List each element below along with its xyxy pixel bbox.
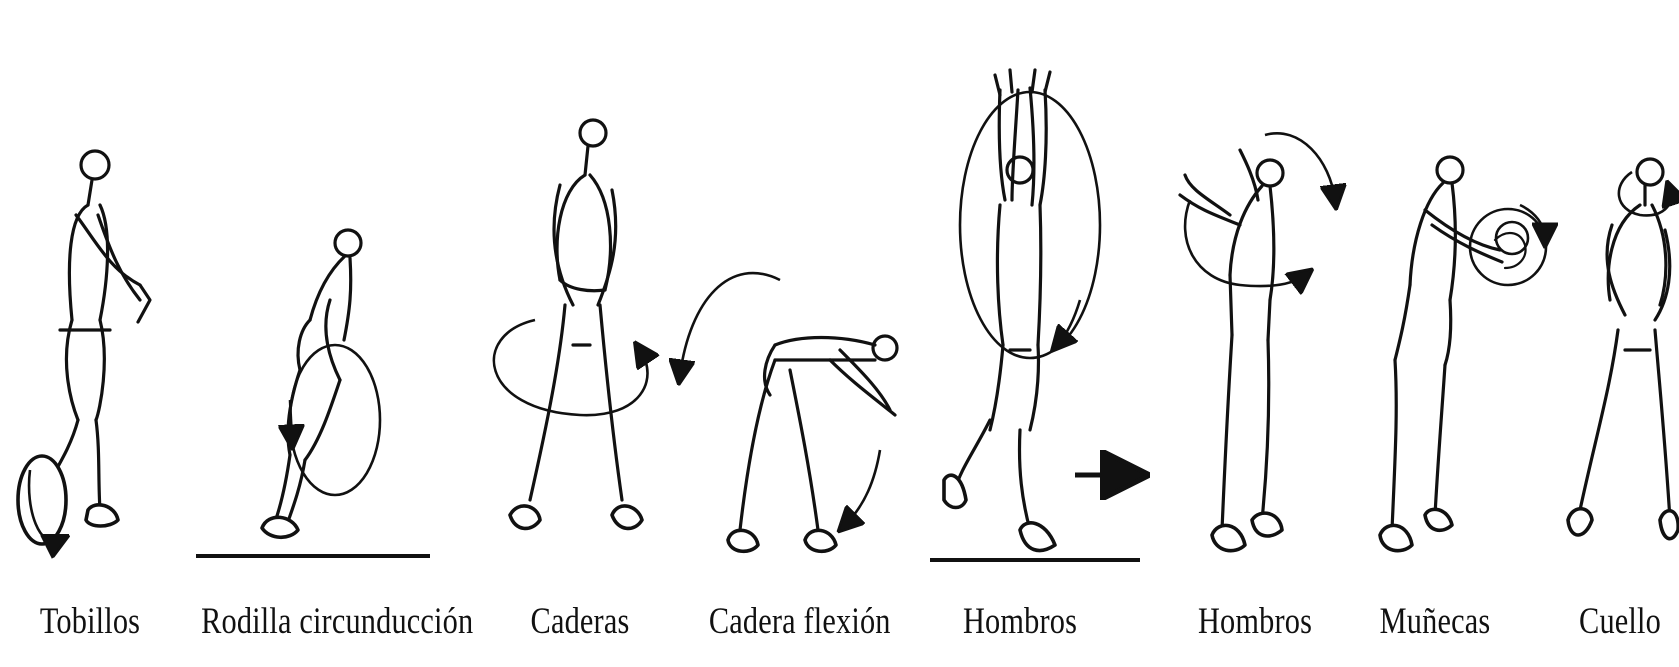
caption-hombros-2: Hombros: [1198, 600, 1313, 650]
caption-cadera-flexion: Cadera flexión: [709, 600, 881, 650]
figure-ankles: [18, 151, 150, 544]
caption-munecas: Muñecas: [1378, 600, 1493, 650]
caption-caderas: Caderas: [519, 600, 642, 650]
figure-shoulder-circles: [1180, 150, 1283, 551]
caption-cuello: Cuello: [1575, 600, 1665, 650]
figure-shoulders-overhead: [944, 70, 1055, 550]
shoulder-circle-arrows: [1185, 133, 1335, 286]
hip-rotation-ellipse: [494, 320, 648, 415]
caption-rodilla-circunduccion: Rodilla circunducción: [201, 600, 439, 650]
figure-hip-flexion: [728, 336, 897, 551]
hip-flexion-arrows: [680, 273, 880, 525]
figure-neck: [1568, 159, 1678, 539]
caption-tobillos: Tobillos: [33, 600, 148, 650]
caption-hombros-1: Hombros: [963, 600, 1078, 650]
shoulder-rotation-circle: [960, 92, 1100, 358]
figure-knee-circles: [262, 230, 361, 537]
figure-hips: [510, 120, 642, 528]
figure-wrists: [1380, 157, 1526, 551]
